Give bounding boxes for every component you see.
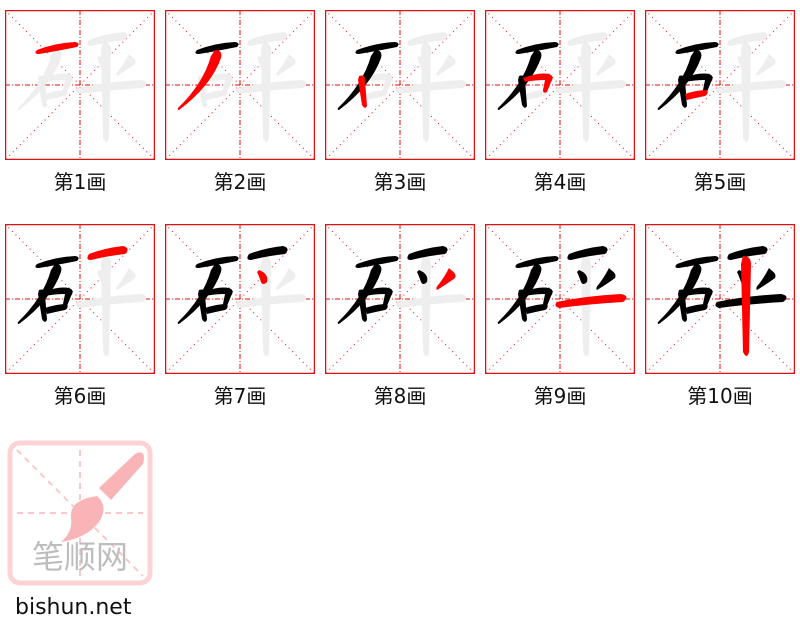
- stroke-step-label: 第3画: [373, 170, 427, 194]
- drawn-strokes: [497, 42, 559, 110]
- character-box: [645, 224, 795, 374]
- brush-icon: [61, 452, 144, 542]
- drawn-strokes: [337, 42, 399, 110]
- stroke-step-label: 第4画: [533, 170, 587, 194]
- character-box: [325, 224, 475, 374]
- stroke-step-label: 第10画: [687, 384, 753, 408]
- stroke-step-label: 第8画: [373, 384, 427, 408]
- stroke-step-label: 第6画: [53, 384, 107, 408]
- stroke-step-label: 第7画: [213, 384, 267, 408]
- drawn-strokes: [337, 246, 456, 324]
- character-box: [325, 10, 475, 160]
- site-domain: bishun.net: [15, 595, 132, 620]
- drawn-strokes: [497, 246, 627, 324]
- stroke-step-label: 第9画: [533, 384, 587, 408]
- character-box: [165, 10, 315, 160]
- character-box: [485, 224, 635, 374]
- logo-text: 笔顺网: [32, 538, 128, 576]
- stroke-step-label: 第1画: [53, 170, 107, 194]
- drawn-strokes: [657, 42, 719, 110]
- drawn-strokes: [35, 42, 79, 54]
- character-box: [5, 224, 155, 374]
- character-box: [645, 10, 795, 160]
- drawn-strokes: [177, 42, 239, 110]
- character-box: [165, 224, 315, 374]
- drawn-strokes: [177, 246, 288, 324]
- ghost-character: [17, 32, 147, 142]
- drawn-strokes: [17, 246, 128, 324]
- stroke-step-label: 第5画: [693, 170, 747, 194]
- drawn-strokes: [657, 246, 787, 356]
- bishun-logo: 笔顺网: [7, 440, 153, 586]
- character-box: [5, 10, 155, 160]
- stroke-step-label: 第2画: [213, 170, 267, 194]
- character-box: [485, 10, 635, 160]
